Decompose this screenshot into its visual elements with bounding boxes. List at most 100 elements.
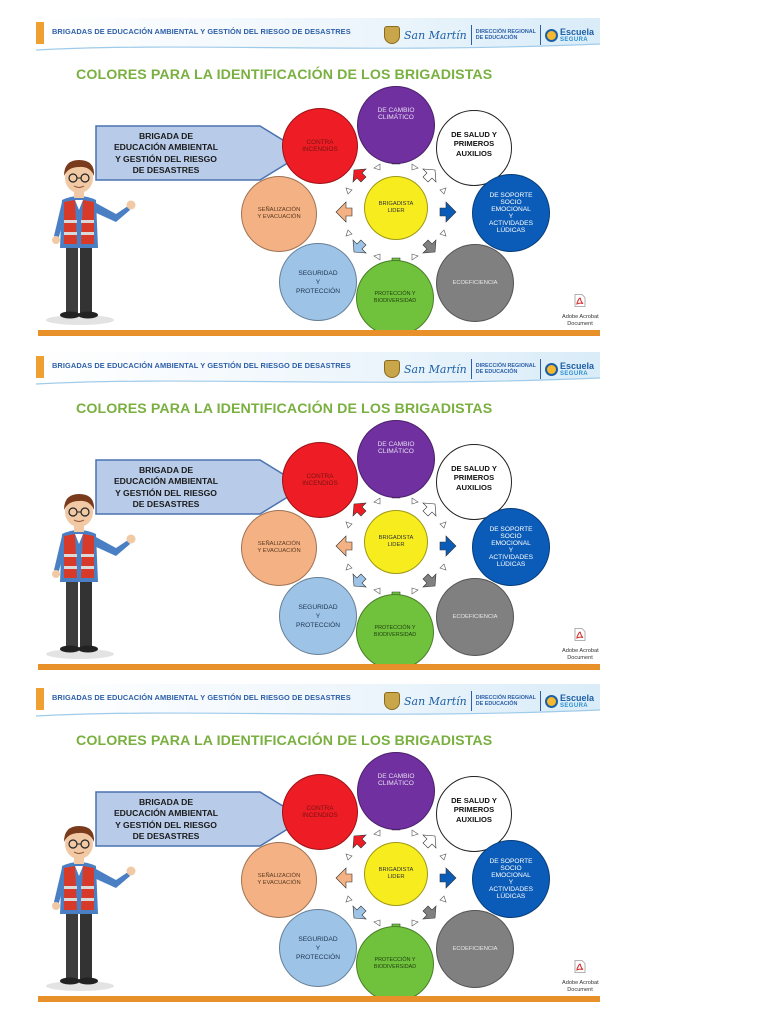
logo-divider xyxy=(539,25,541,45)
circle-ecoeficiencia: ECOEFICIENCIA xyxy=(436,578,514,656)
circle-label: CONTRA xyxy=(306,473,334,480)
arrow-gray xyxy=(422,239,437,254)
circle-label: Y EVACUACIÓN xyxy=(257,214,301,220)
banner-accent xyxy=(36,356,44,378)
bottom-bar xyxy=(38,996,600,1002)
slide: BRIGADAS DE EDUCACIÓN AMBIENTAL Y GESTIÓ… xyxy=(36,684,600,1008)
escuela-segura-icon xyxy=(544,694,558,708)
circle-label: PROTECCIÓN xyxy=(296,953,340,961)
circle-label: INCENDIOS xyxy=(302,812,338,819)
circle-label: Y xyxy=(315,612,321,620)
logo-san-martin: San Martín xyxy=(403,28,467,42)
circle-label: SEÑALIZACIÓN xyxy=(257,541,301,547)
pdf-icon xyxy=(574,628,586,641)
pdf-attachment[interactable]: Adobe Acrobat Document xyxy=(562,628,599,662)
banner-accent xyxy=(36,22,44,44)
circle-label: Y xyxy=(315,944,321,952)
escuela-segura-icon xyxy=(544,362,558,376)
arrow-white xyxy=(422,834,437,849)
logo-escuela: Escuela xyxy=(559,26,594,37)
circle-label: SOCIO xyxy=(500,199,522,206)
brigadista-illustration xyxy=(46,160,136,325)
circle-label: BRIGADISTA xyxy=(378,535,414,541)
pdf-caption: Adobe Acrobat Document xyxy=(562,314,599,327)
circle-label: DE SALUD Y xyxy=(451,795,497,805)
shield-icon xyxy=(383,692,400,710)
pdf-caption: Adobe Acrobat Document xyxy=(562,648,599,661)
circle-label: BIODIVERSIDAD xyxy=(373,632,417,638)
circle-label: EMOCIONAL xyxy=(491,540,531,547)
arrow-lightblue xyxy=(352,239,367,254)
logo-direccion: DIRECCIÓN REGIONAL DE EDUCACIÓN xyxy=(475,362,536,375)
arrow-lightblue xyxy=(352,573,367,588)
header-banner: BRIGADAS DE EDUCACIÓN AMBIENTAL Y GESTIÓ… xyxy=(36,684,600,718)
circle-label: EMOCIONAL xyxy=(491,206,531,213)
circle-label: DE SOPORTE xyxy=(489,858,533,865)
callout-line: Y GESTIÓN DEL RIESGO xyxy=(115,819,217,830)
brigadista-illustration xyxy=(46,826,136,991)
circle-label: SEÑALIZACIÓN xyxy=(257,873,301,879)
logo-escuela: Escuela xyxy=(559,360,594,371)
circle-label: SOCIO xyxy=(500,533,522,540)
circle-label: INCENDIOS xyxy=(302,480,338,487)
circle-label: AUXILIOS xyxy=(456,482,492,492)
circle-label: SOCIO xyxy=(500,865,522,872)
page-title: COLORES PARA LA IDENTIFICACIÓN DE LOS BR… xyxy=(76,733,493,749)
circle-label: AUXILIOS xyxy=(456,814,492,824)
circle-label: PROTECCIÓN xyxy=(296,287,340,295)
header-banner: BRIGADAS DE EDUCACIÓN AMBIENTAL Y GESTIÓ… xyxy=(36,18,600,52)
callout-line: BRIGADA DE xyxy=(138,797,194,807)
pdf-attachment[interactable]: Adobe Acrobat Document xyxy=(562,294,599,328)
arrow-blue xyxy=(439,535,457,557)
circle-label: DE SOPORTE xyxy=(489,192,533,199)
pdf-attachment[interactable]: Adobe Acrobat Document xyxy=(562,960,599,994)
arrow-gray xyxy=(422,905,437,920)
callout-line: Y GESTIÓN DEL RIESGO xyxy=(115,487,217,498)
arrow-red xyxy=(352,502,367,517)
header-logos: San Martín DIRECCIÓN REGIONAL DE EDUCACI… xyxy=(383,22,594,48)
shield-icon xyxy=(383,360,400,378)
callout-line: EDUCACIÓN AMBIENTAL xyxy=(113,476,219,487)
banner-title: BRIGADAS DE EDUCACIÓN AMBIENTAL Y GESTIÓ… xyxy=(52,693,351,702)
pdf-icon xyxy=(574,960,586,973)
logo-divider xyxy=(470,25,472,45)
banner-title: BRIGADAS DE EDUCACIÓN AMBIENTAL Y GESTIÓ… xyxy=(52,27,351,36)
circle-label: PRIMEROS xyxy=(453,473,495,483)
banner-wave xyxy=(36,43,600,52)
header-banner: BRIGADAS DE EDUCACIÓN AMBIENTAL Y GESTIÓ… xyxy=(36,352,600,386)
circle-label: LÚDICAS xyxy=(496,227,526,234)
callout-line: DE DESASTRES xyxy=(132,831,200,842)
header-logos: San Martín DIRECCIÓN REGIONAL DE EDUCACI… xyxy=(383,356,594,382)
banner-wave xyxy=(36,377,600,386)
logo-divider xyxy=(539,691,541,711)
page-title: COLORES PARA LA IDENTIFICACIÓN DE LOS BR… xyxy=(76,67,493,83)
circle-ecoeficiencia: ECOEFICIENCIA xyxy=(436,244,514,322)
logo-escuela: Escuela xyxy=(559,692,594,703)
logo-segura: SEGURA xyxy=(559,36,589,43)
logo-escuela-segura: Escuela SEGURA xyxy=(544,360,594,377)
circle-label: BIODIVERSIDAD xyxy=(373,298,417,304)
circle-label: PRIMEROS xyxy=(453,139,495,149)
arrow-red xyxy=(352,834,367,849)
pdf-icon xyxy=(574,294,586,307)
callout-line: Y GESTIÓN DEL RIESGO xyxy=(115,153,217,164)
page-title: COLORES PARA LA IDENTIFICACIÓN DE LOS BR… xyxy=(76,401,493,417)
circle-label: PRIMEROS xyxy=(453,805,495,815)
circle-label: CLIMÁTICO xyxy=(378,448,414,455)
logo-san-martin: San Martín xyxy=(403,362,467,376)
circle-label: Y xyxy=(508,547,514,554)
arrow-salmon xyxy=(335,201,353,223)
